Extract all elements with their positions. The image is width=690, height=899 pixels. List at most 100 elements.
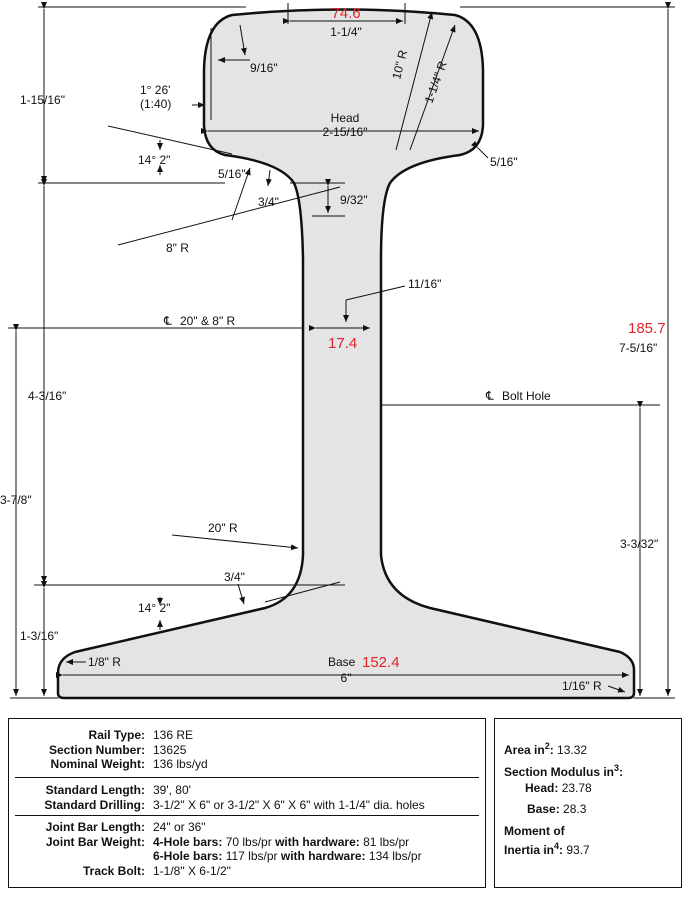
dim-3-4-upper-label: 3/4" [258, 195, 279, 209]
base-height-label: 1-3/16" [20, 629, 58, 643]
dim-9-32-label: 9/32" [340, 193, 368, 207]
spec-row-standard-drilling: Standard Drilling: 3-1/2" X 6" or 3-1/2" … [9, 798, 485, 813]
four-hole-weight: 70 lbs/pr [225, 834, 272, 849]
section-properties-panel: Area in2: 13.32 Section Modulus in3: Hea… [494, 718, 682, 888]
spec-group-standards: Standard Length: 39', 80' Standard Drilli… [9, 783, 485, 812]
radius-20-leader [171, 534, 299, 551]
six-hole-label: 6-Hole bars: [153, 849, 223, 863]
dim-3-4-lower-leader [237, 583, 245, 605]
section-modulus-label: Section Modulus in3: [504, 763, 624, 780]
corner-5-16-right-leader [470, 140, 489, 159]
bolt-hole-height-label: 3-3/32" [620, 537, 658, 551]
inertia-value: 93.7 [566, 843, 590, 857]
corner-5-16-right-label: 5/16" [490, 155, 518, 169]
rail-type-value: 136 RE [153, 728, 194, 742]
area-row: Area in2: 13.32 [504, 741, 588, 758]
spec-group-joint-bars: Joint Bar Length: 24" or 36" Joint Bar We… [9, 820, 485, 878]
rail-profile [56, 8, 636, 700]
centerline-label: 20" & 8" R [180, 314, 236, 328]
base-width-label: 6" [341, 671, 352, 685]
modulus-base-label: Base: [527, 802, 560, 816]
head-height-label: 1-15/16" [20, 93, 65, 107]
spec-row-six-hole: 6-Hole bars: 117 lbs/pr with hardware: 1… [9, 849, 485, 864]
rail-spec-panel: Rail Type: 136 RE Section Number: 13625 No… [8, 718, 486, 888]
total-height-metric: 185.7 [628, 320, 666, 337]
head-width-label: 2-15/16" [323, 125, 368, 139]
spec-row-nominal-weight: Nominal Weight: 136 lbs/yd [9, 757, 485, 772]
spec-row-section-number: Section Number: 13625 [9, 743, 485, 758]
standard-drilling-value: 3-1/2" X 6" or 3-1/2" X 6" X 6" with 1-1… [153, 797, 425, 812]
dim-3-7-8-label: 3-7/8" [0, 493, 32, 507]
four-hole-hardware-label: with hardware: [275, 834, 360, 849]
moment-label: Moment of [504, 824, 565, 838]
corner-9-16-label: 9/16" [250, 61, 278, 75]
six-hole-weight: 117 lbs/pr [225, 849, 278, 863]
section-modulus-base-row: Base: 28.3 [527, 802, 586, 816]
inertia-row: Inertia in4: 93.7 [504, 841, 590, 858]
nominal-weight-value: 136 lbs/yd [153, 757, 208, 771]
standard-length-label: Standard Length: [45, 783, 145, 797]
total-height-label: 7-5/16" [619, 341, 657, 355]
base-corner-radius-label: 1/16" R [562, 679, 602, 693]
area-label: Area in2: [504, 741, 554, 758]
dim-3-4-lower-label: 3/4" [224, 570, 245, 584]
centerline-glyph: ℄ [163, 314, 172, 328]
joint-bar-length-label: Joint Bar Length: [45, 820, 145, 834]
section-number-value: 13625 [153, 742, 187, 757]
rail-type-label: Rail Type: [88, 728, 145, 742]
section-number-label: Section Number: [48, 742, 145, 757]
base-label: Base [328, 655, 356, 669]
radius-8-label: 8" R [166, 241, 189, 255]
spec-group-identity: Rail Type: 136 RE Section Number: 13625 No… [9, 728, 485, 772]
track-bolt-value: 1-1/8" X 6-1/2" [153, 863, 231, 878]
corner-9-16-leader [239, 24, 247, 56]
base-angle-label: 14° 2" [138, 601, 170, 615]
section-modulus-head-row: Head: 23.78 [525, 781, 592, 795]
toe-radius-label: 1/8" R [88, 655, 121, 669]
dim-3-4-upper-leader [231, 167, 251, 221]
spec-row-joint-bar-weight: Joint Bar Weight: 4-Hole bars: 70 lbs/pr … [9, 835, 485, 850]
bolt-hole-glyph: ℄ [485, 389, 494, 403]
base-width-metric: 152.4 [362, 654, 400, 671]
dim-5-16-left-leader [265, 169, 272, 187]
slope-angle-label: 1° 26' [140, 83, 170, 97]
web-width-metric: 17.4 [328, 335, 357, 352]
base-corner-radius-leader [607, 685, 626, 693]
four-hole-hardware-weight: 81 lbs/pr [363, 834, 410, 849]
web-11-16-leader [345, 285, 406, 301]
spec-row-rail-type: Rail Type: 136 RE [9, 728, 485, 743]
section-modulus-row: Section Modulus in3: [504, 763, 624, 780]
modulus-head-label: Head: [525, 781, 559, 795]
spec-divider [15, 777, 479, 778]
dim-5-16-left-label: 5/16" [218, 167, 246, 181]
head-label: Head [331, 111, 360, 125]
rail-cross-section-drawing: 74.6 1-1/4" 1-15/16" 9/16" 1° 26' (1:40)… [0, 2, 675, 700]
nominal-weight-label: Nominal Weight: [50, 757, 145, 771]
dim-3-4-lower-ref [264, 581, 341, 603]
track-bolt-label: Track Bolt: [82, 863, 145, 878]
area-value: 13.32 [557, 743, 588, 757]
moment-row: Moment of [504, 824, 565, 838]
dim-4-3-16-label: 4-3/16" [28, 389, 66, 403]
spec-divider [15, 815, 479, 816]
under-head-angle-label: 14° 2" [138, 153, 170, 167]
radius-8-leader [117, 186, 341, 246]
modulus-head-value: 23.78 [561, 781, 592, 795]
standard-drilling-label: Standard Drilling: [44, 797, 145, 812]
modulus-base-value: 28.3 [563, 802, 587, 816]
four-hole-weight-value: 4-Hole bars: 70 lbs/pr with hardware: 81… [153, 835, 409, 850]
joint-bar-weight-label: Joint Bar Weight: [45, 834, 145, 849]
inertia-label: Inertia in4: [504, 841, 564, 858]
four-hole-label: 4-Hole bars: [153, 834, 223, 849]
six-hole-hardware-weight: 134 lbs/pr [368, 849, 422, 863]
radius-10-leader [395, 11, 434, 151]
six-hole-hardware-label: with hardware: [280, 849, 366, 863]
slope-ratio-label: (1:40) [140, 97, 171, 111]
top-width-label: 1-1/4" [330, 25, 362, 39]
joint-bar-length-value: 24" or 36" [153, 820, 206, 834]
under-head-slope-line [107, 125, 233, 155]
six-hole-weight-value: 6-Hole bars: 117 lbs/pr with hardware: 1… [153, 849, 422, 864]
standard-length-value: 39', 80' [153, 783, 191, 797]
top-width-metric: 74.6 [331, 5, 360, 22]
spec-row-joint-bar-length: Joint Bar Length: 24" or 36" [9, 820, 485, 835]
